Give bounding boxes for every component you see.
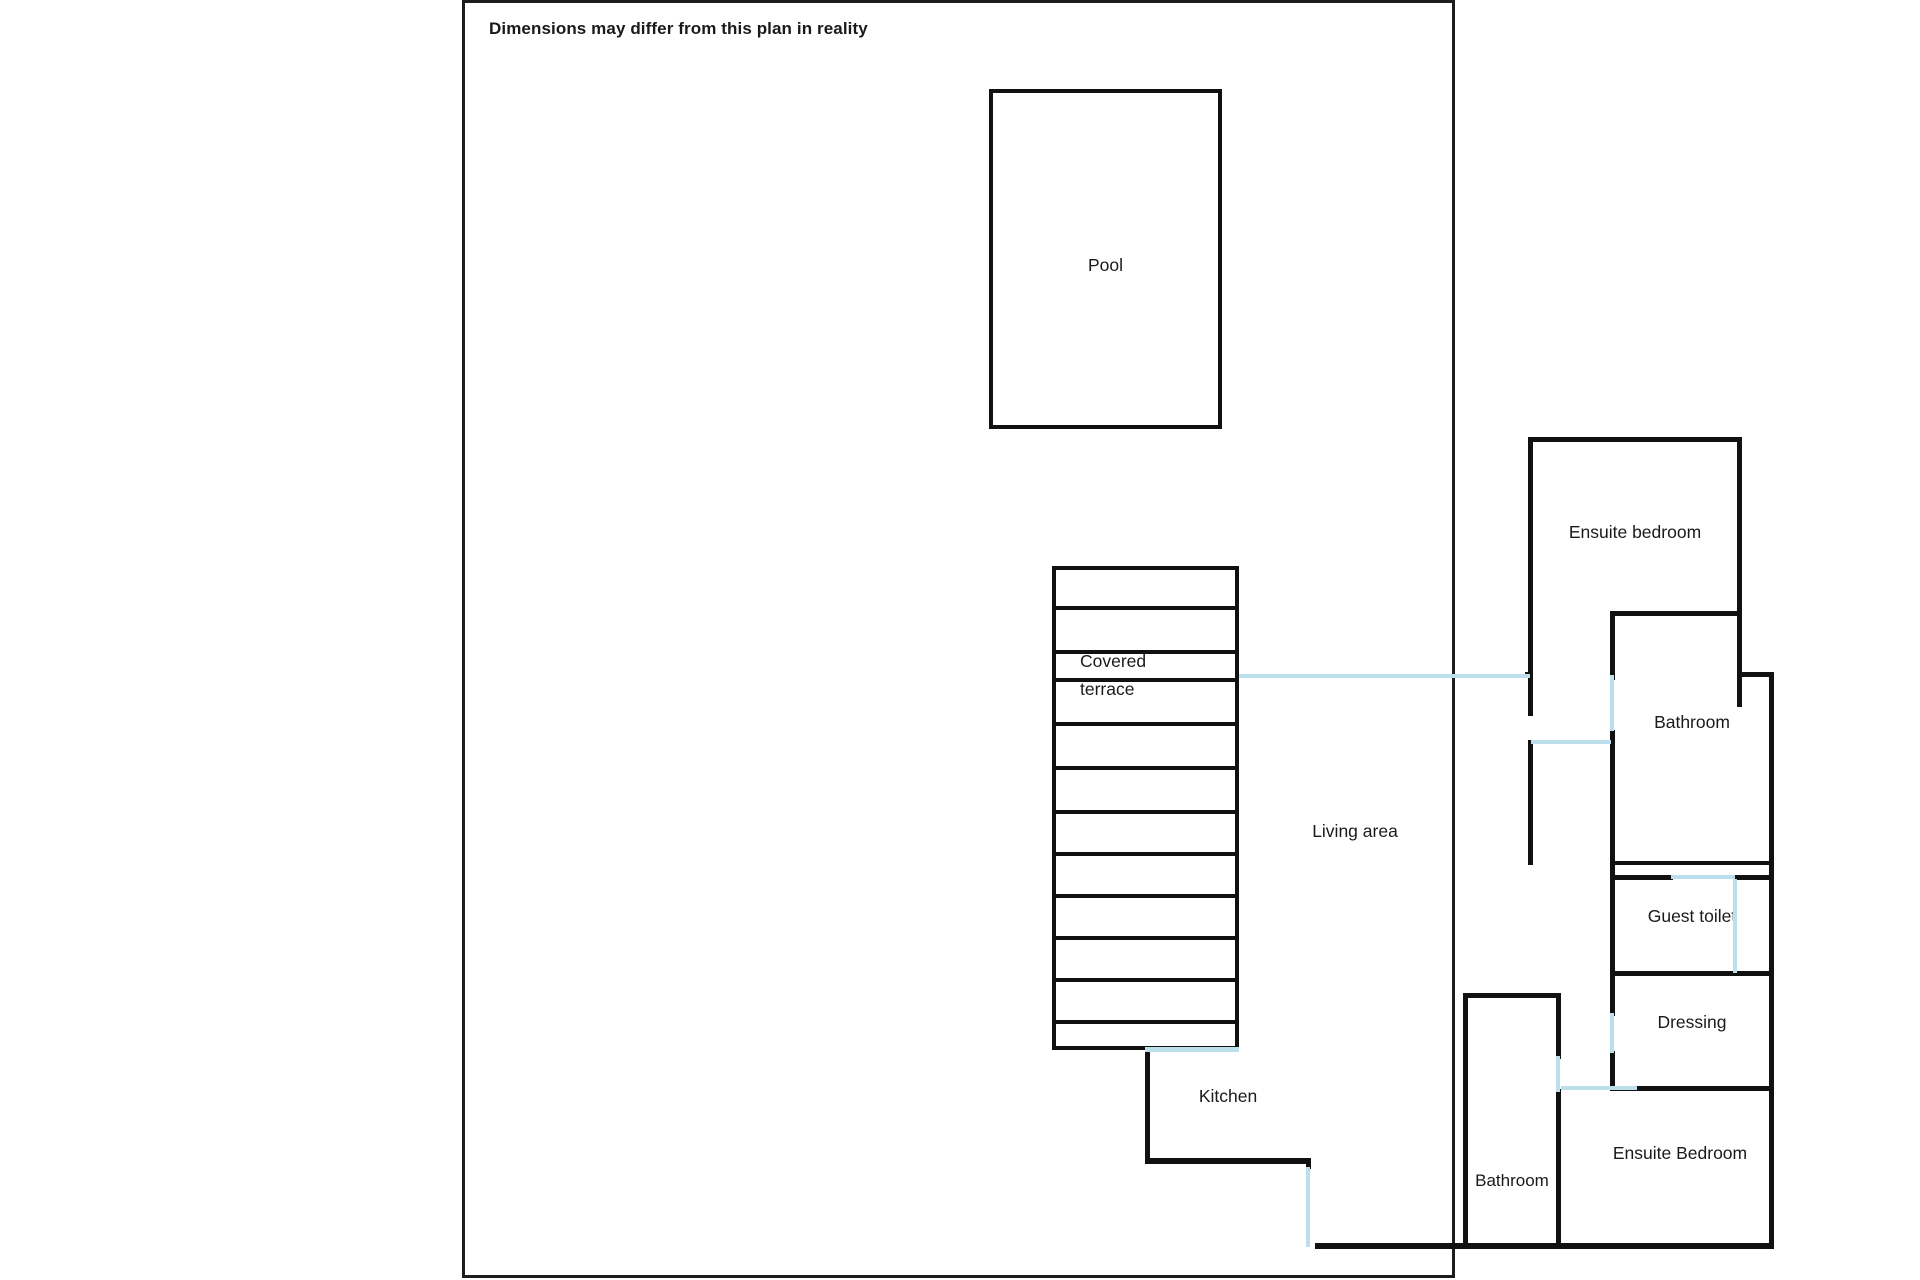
plan-disclaimer-title: Dimensions may differ from this plan in … — [489, 19, 868, 38]
terrace-stripe — [1052, 650, 1239, 654]
terrace-stripe — [1052, 766, 1239, 770]
wall-ensuite-upper-left — [1528, 437, 1533, 710]
wall-dressing-right — [1769, 971, 1774, 1091]
wall-guest-toilet-left — [1610, 861, 1615, 977]
wall-ensuite-upper-top — [1528, 437, 1742, 442]
wall-bathroom-lower-right-b — [1556, 1089, 1561, 1248]
wall-guest-toilet-bottom-b — [1733, 875, 1774, 880]
terrace-stripe — [1052, 678, 1239, 682]
wall-ensuite-lower-right — [1769, 1086, 1774, 1248]
wall-kitchen-step — [1306, 1158, 1311, 1169]
room-label-bathroom-lower: Bathroom — [1475, 1171, 1549, 1190]
wall-bathroom-upper-bottom — [1610, 861, 1774, 865]
door-bathroom-upper-to-living — [1531, 740, 1611, 744]
room-label-ensuite-bedroom-lower: Ensuite Bedroom — [1612, 1143, 1748, 1163]
wall-bathroom-lower-top — [1463, 993, 1561, 998]
terrace-stripe — [1052, 852, 1239, 856]
room-pool — [989, 89, 1222, 429]
terrace-stripe — [1052, 722, 1239, 726]
room-label-dressing: Dressing — [1657, 1012, 1727, 1032]
room-label-guest-toilet: Guest toilet — [1647, 906, 1737, 926]
wall-ensuite-lower-bottom — [1561, 1243, 1774, 1249]
terrace-stripe — [1052, 1020, 1239, 1024]
wall-kitchen-bottom — [1145, 1158, 1311, 1164]
wall-bathroom-upper-top — [1610, 611, 1742, 616]
door-bathroom-lower-to-ensuite-lower — [1556, 1056, 1560, 1092]
door-guest-toilet-to-dressing — [1733, 879, 1737, 973]
door-terrace-to-living — [1239, 674, 1530, 678]
room-label-pool: Pool — [1087, 255, 1124, 275]
wall-guest-toilet-bottom-a — [1610, 875, 1673, 880]
wall-dressing-top — [1610, 971, 1774, 976]
wall-bathroom-upper-right — [1769, 672, 1774, 865]
wall-ensuite-upper-left-lower — [1528, 740, 1533, 865]
terrace-stripe — [1052, 978, 1239, 982]
terrace-stripe — [1052, 894, 1239, 898]
wall-dressing-left-a — [1610, 971, 1615, 1016]
wall-dressing-left-b — [1610, 1051, 1615, 1091]
room-label-covered-terrace-line1: Covered — [1080, 651, 1147, 671]
door-dressing-west — [1610, 1013, 1614, 1053]
door-kitchen-corner — [1306, 1167, 1310, 1247]
room-label-covered-terrace-line2: terrace — [1080, 679, 1135, 699]
room-label-bathroom-upper: Bathroom — [1654, 712, 1730, 732]
wall-bathroom-upper-notch — [1737, 672, 1774, 677]
wall-bathroom-upper-left-b — [1610, 730, 1615, 865]
wall-dressing-bottom — [1610, 1086, 1774, 1091]
door-bathroom-upper-west — [1610, 675, 1614, 731]
wall-bathroom-upper-left-a — [1610, 611, 1615, 680]
wall-bathroom-lower-left — [1463, 993, 1468, 1248]
plan-sheet: Dimensions may differ from this plan in … — [462, 0, 1774, 1278]
wall-ensuite-upper-right — [1737, 437, 1742, 707]
door-terrace-to-kitchen — [1145, 1047, 1239, 1052]
room-label-kitchen: Kitchen — [1198, 1086, 1258, 1106]
door-dressing-to-ensuite-lower — [1561, 1086, 1637, 1090]
wall-ensuite-upper-left-stub — [1528, 707, 1533, 716]
terrace-stripe — [1052, 606, 1239, 610]
room-label-ensuite-bedroom-upper: Ensuite bedroom — [1568, 522, 1702, 542]
wall-bathroom-lower-right-a — [1556, 993, 1561, 1059]
room-label-living-area: Living area — [1312, 821, 1398, 841]
wall-guest-toilet-right — [1769, 861, 1774, 977]
door-guest-toilet-bottom — [1671, 875, 1735, 879]
wall-bathroom-lower-bottom — [1315, 1243, 1561, 1249]
terrace-stripe — [1052, 810, 1239, 814]
wall-kitchen-left — [1145, 1050, 1150, 1163]
terrace-stripe — [1052, 936, 1239, 940]
